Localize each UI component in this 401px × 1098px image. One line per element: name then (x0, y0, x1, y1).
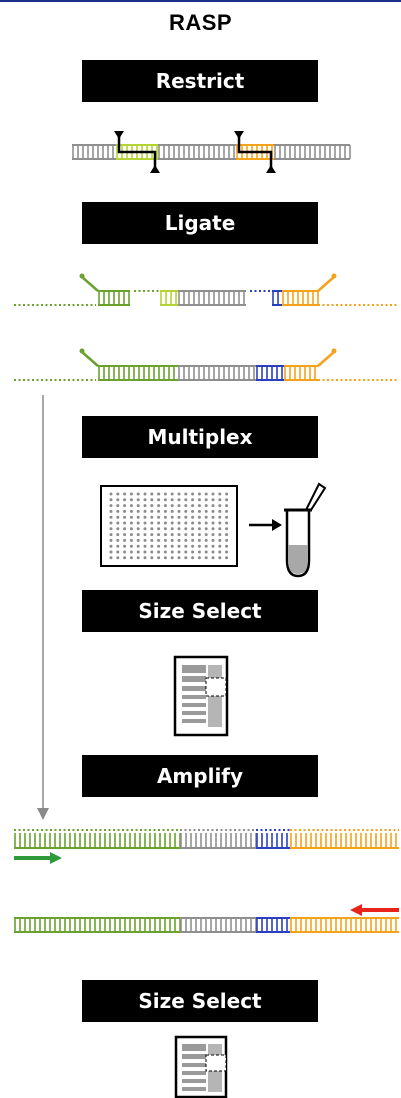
tube-icon (284, 482, 327, 578)
plate-to-tube-icon (100, 482, 327, 578)
pcr-strand-forward (14, 829, 399, 864)
header-rule (0, 0, 401, 2)
gel-icon (173, 655, 229, 737)
plate-icon (100, 485, 238, 567)
page-title: RASP (168, 10, 233, 35)
pcr-strand-reverse (14, 904, 399, 933)
arrow-right-head (272, 519, 282, 531)
step-ligate: Ligate (82, 202, 318, 244)
step-size-select-final: Size Select (82, 980, 318, 1022)
step-multiplex: Multiplex (82, 416, 318, 458)
gel-icon-final (174, 1035, 228, 1098)
step-restrict: Restrict (82, 60, 318, 102)
plate-wells (109, 492, 229, 560)
adapter-ligation-row-1 (14, 273, 399, 306)
step-amplify: Amplify (82, 755, 318, 797)
step-size-select: Size Select (82, 590, 318, 632)
workflow-arrow-head (37, 808, 49, 820)
adapter-ligation-row-2 (14, 348, 399, 381)
dna-cut-diagram (72, 131, 351, 173)
